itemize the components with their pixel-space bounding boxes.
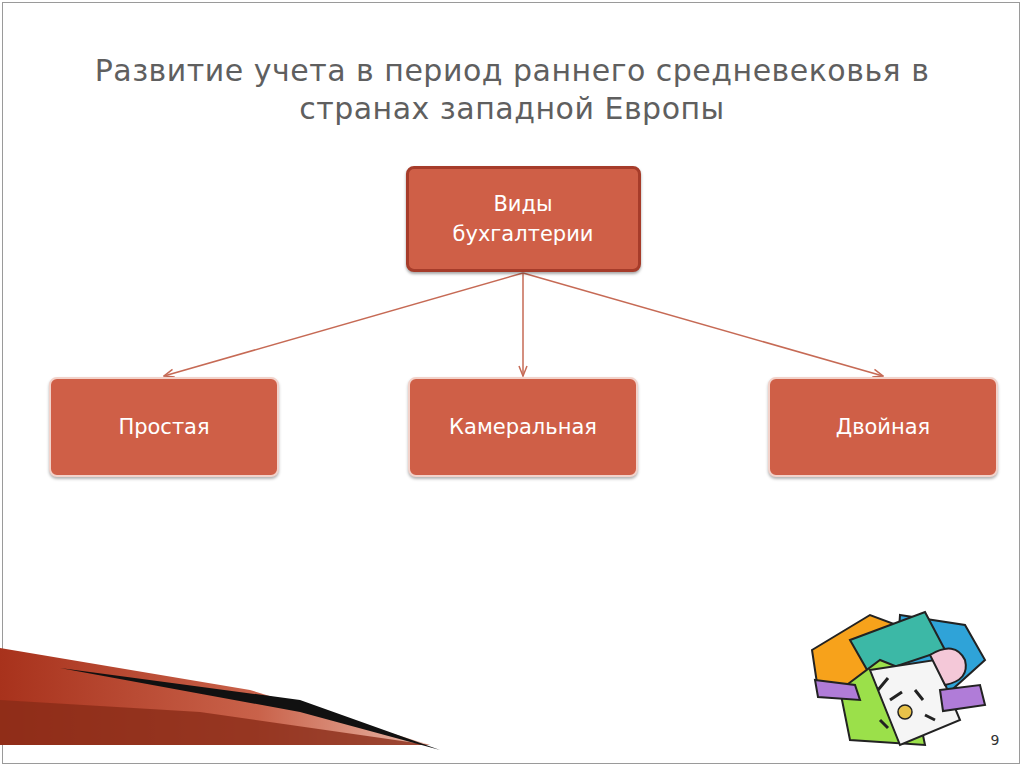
slide-title: Развитие учета в период раннего средневе… bbox=[62, 52, 962, 128]
box-label: Камеральная bbox=[449, 412, 597, 442]
arrow-connector bbox=[164, 273, 523, 376]
page-number: 9 bbox=[980, 732, 1010, 748]
root-box: Виды бухгалтерии bbox=[406, 166, 641, 272]
swoosh-black bbox=[60, 668, 440, 750]
swoosh-red bbox=[0, 648, 430, 745]
box-label: Простая bbox=[118, 412, 209, 442]
box-label: Виды бухгалтерии bbox=[438, 189, 608, 249]
category-box: Простая bbox=[49, 377, 279, 477]
arrow-connector bbox=[523, 273, 883, 376]
category-box: Двойная bbox=[768, 377, 998, 477]
swoosh-dark bbox=[0, 700, 430, 745]
arrow-connector bbox=[522, 273, 524, 376]
box-label: Двойная bbox=[836, 412, 931, 442]
category-box: Камеральная bbox=[408, 377, 638, 477]
clipart bbox=[812, 612, 985, 745]
